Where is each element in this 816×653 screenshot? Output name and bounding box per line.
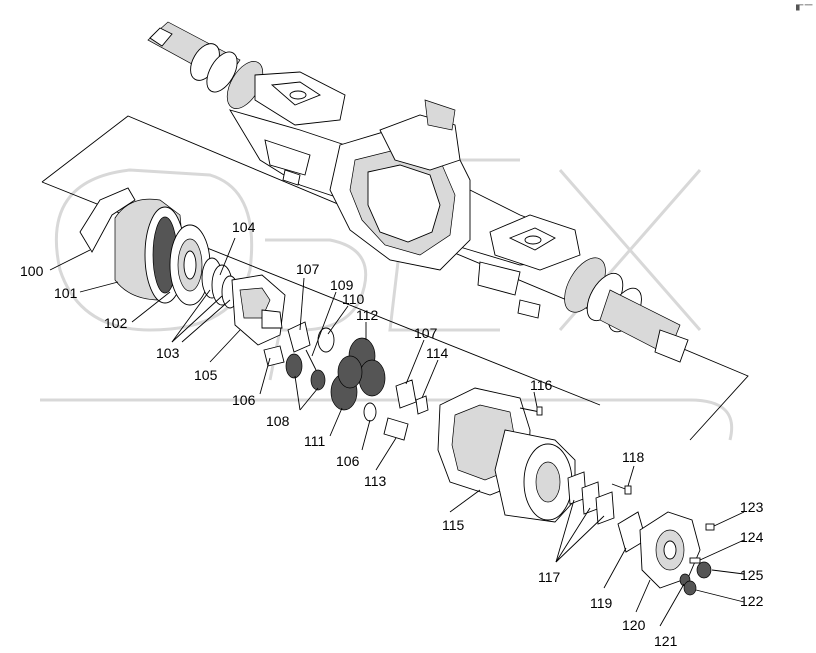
- callout-108: 108: [266, 413, 290, 429]
- callout-125: 125: [740, 567, 764, 583]
- part-107-plates: [287, 321, 417, 409]
- callout-105: 105: [194, 367, 218, 383]
- callout-112: 112: [356, 307, 379, 323]
- callout-117: 117: [538, 569, 561, 585]
- part-111-112-planet-gears: [330, 337, 386, 411]
- callout-106a: 106: [232, 392, 256, 408]
- callout-118: 118: [622, 449, 645, 465]
- part-117-shims: [567, 471, 615, 525]
- corner-mark: █▔ ▔▔: [796, 4, 813, 11]
- callout-102: 102: [104, 315, 128, 331]
- part-113-shaft: [383, 417, 409, 441]
- callout-110: 110: [342, 291, 365, 307]
- axle-housing: [147, 21, 689, 363]
- callout-114: 114: [426, 345, 449, 361]
- part-115-hub-housing: [437, 387, 576, 523]
- callout-120: 120: [622, 617, 646, 633]
- callout-100: 100: [20, 263, 44, 279]
- part-120-end-cover: [639, 511, 701, 589]
- callout-104: 104: [232, 219, 256, 235]
- callout-122: 122: [740, 593, 764, 609]
- callout-116: 116: [530, 377, 553, 393]
- part-121-125-fasteners: [679, 523, 715, 596]
- part-102-gear-disc: [169, 224, 211, 306]
- part-108-bearings: [285, 353, 326, 391]
- callout-115: 115: [442, 517, 465, 533]
- callout-123: 123: [740, 499, 764, 515]
- callout-113: 113: [364, 473, 387, 489]
- part-105-carrier: [231, 274, 286, 346]
- callout-124: 124: [740, 529, 764, 545]
- part-116-bolt: [519, 406, 543, 416]
- callout-121: 121: [654, 633, 678, 649]
- callout-106b: 106: [336, 453, 360, 469]
- callout-101: 101: [54, 285, 78, 301]
- part-100-cover: [79, 187, 136, 253]
- callout-109: 109: [330, 277, 354, 293]
- callout-107b: 107: [414, 325, 438, 341]
- callout-103: 103: [156, 345, 180, 361]
- callout-111: 111: [304, 433, 325, 449]
- callout-107a: 107: [296, 261, 320, 277]
- callout-labels: 100 101 102 103 104 105 106 106 107 107 …: [20, 219, 764, 649]
- leader-lines: [49, 237, 745, 627]
- callout-119: 119: [590, 595, 613, 611]
